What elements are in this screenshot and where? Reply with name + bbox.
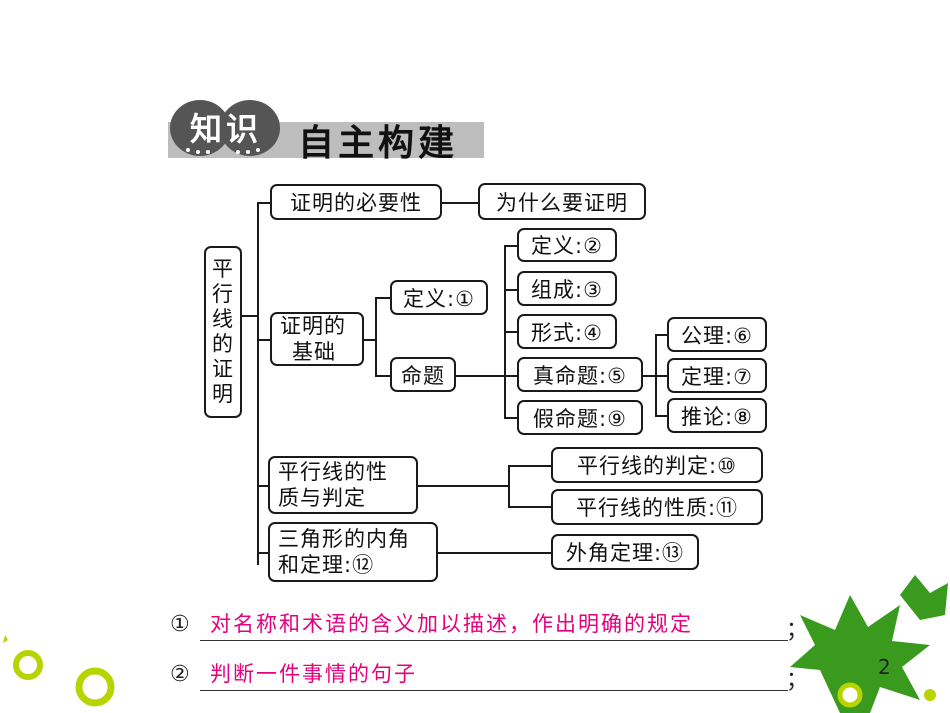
connector	[504, 375, 518, 377]
connector	[362, 339, 376, 341]
connector	[504, 331, 518, 333]
corollary-node: 推论:⑧	[667, 398, 767, 433]
leaf-decoration	[790, 575, 948, 713]
axiom-node: 公理:⑥	[667, 317, 767, 352]
necessity-node: 证明的必要性	[270, 184, 442, 220]
connector	[375, 297, 391, 299]
connector	[417, 485, 509, 487]
connector	[240, 315, 258, 317]
answer-number: ①	[170, 612, 190, 637]
connector	[257, 202, 271, 204]
section-header: 知识 自主构建	[168, 92, 484, 164]
triangle-node: 三角形的内角和定理:⑫	[268, 522, 438, 582]
badge-shape	[170, 100, 280, 156]
connector	[455, 375, 505, 377]
connector	[504, 245, 518, 247]
exterior-node: 外角定理:⑬	[551, 534, 699, 570]
page-title: 自主构建	[298, 123, 459, 164]
def2-node: 定义:②	[517, 228, 617, 262]
definition-node: 定义:①	[390, 280, 488, 315]
parallel-node: 平行线的性质与判定	[268, 456, 418, 514]
basis-node: 证明的基础	[270, 312, 364, 366]
connector	[504, 417, 518, 419]
property-node: 平行线的性质:⑪	[551, 489, 763, 525]
connector	[257, 485, 269, 487]
form-node: 形式:④	[517, 314, 617, 349]
answer-end: ；	[786, 668, 809, 693]
answer-number: ②	[170, 662, 190, 687]
compose-node: 组成:③	[517, 271, 617, 306]
circle-decoration	[3, 635, 115, 707]
why-node: 为什么要证明	[478, 183, 646, 220]
connector	[257, 339, 271, 341]
connector	[508, 506, 552, 508]
answer-underline	[200, 640, 788, 641]
connector	[375, 297, 377, 376]
true-proposition-node: 真命题:⑤	[517, 357, 643, 392]
theorem-node: 定理:⑦	[667, 358, 767, 393]
connector	[375, 375, 391, 377]
proposition-node: 命题	[390, 357, 456, 392]
false-proposition-node: 假命题:⑨	[517, 400, 643, 435]
connector	[508, 465, 552, 467]
answer-text: 判断一件事情的句子	[210, 662, 417, 686]
answer-underline	[200, 690, 788, 691]
connector	[257, 552, 269, 554]
connector	[436, 552, 552, 554]
connector	[504, 289, 518, 291]
page-number: 2	[878, 655, 891, 679]
connector	[655, 415, 668, 417]
connector	[440, 202, 480, 204]
judge-node: 平行线的判定:⑩	[551, 447, 763, 483]
connector	[655, 334, 668, 336]
root-node: 平行线 的证明	[204, 246, 242, 418]
connector	[655, 375, 668, 377]
connector	[257, 202, 259, 565]
connector	[642, 375, 656, 377]
badge-text: 知识	[189, 110, 262, 148]
connector	[508, 465, 510, 507]
answer-end: ；	[786, 618, 809, 643]
answer-text: 对名称和术语的含义加以描述，作出明确的规定	[210, 612, 693, 636]
